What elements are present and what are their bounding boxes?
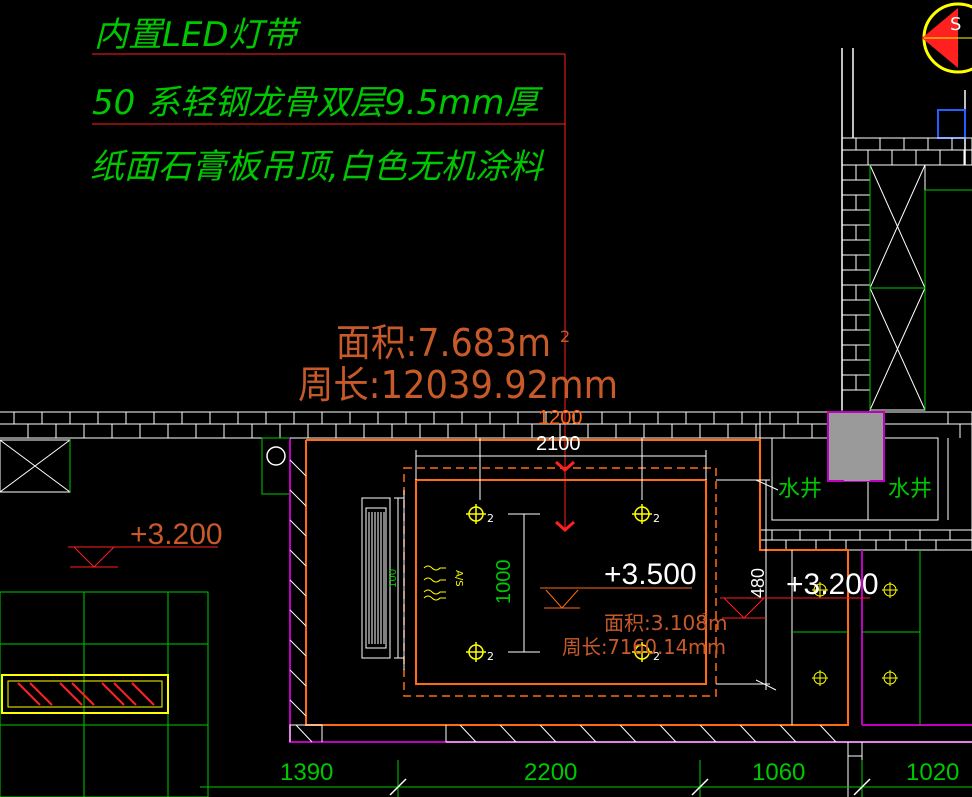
- level-symbol-left: [68, 546, 218, 568]
- dim-1000: 1000: [493, 560, 515, 605]
- ac-dim-100: 100: [388, 569, 399, 588]
- column-gray-fill: [844, 440, 870, 481]
- dim-1200: 1200: [538, 407, 583, 429]
- note-line-1: 内置LED灯带: [94, 15, 302, 55]
- bottom-dim-1: 1390: [280, 759, 333, 786]
- light-tag-2: 2: [653, 512, 660, 525]
- light-tag-4: 2: [653, 650, 660, 663]
- blue-column: [937, 109, 966, 139]
- drain-circle: [266, 446, 286, 466]
- ac-label: A/S: [453, 570, 464, 587]
- left-cabinet-x: [0, 439, 71, 493]
- room-perimeter: 周长:12039.92mm: [298, 363, 618, 407]
- brick-wall-horizontal: [0, 411, 828, 439]
- light-tag-1: 2: [487, 512, 494, 525]
- green-lines-right-top: [869, 165, 972, 410]
- level-ceiling: +3.500: [604, 558, 697, 591]
- wall-lines-right: [841, 48, 966, 410]
- light-tag-3: 2: [487, 650, 494, 663]
- heater-hatched: [1, 674, 169, 714]
- dim-lines: [403, 438, 779, 691]
- bottom-dim-chain: [200, 760, 972, 797]
- ac-unit: [361, 497, 404, 659]
- bottom-dim-3: 1060: [752, 759, 805, 786]
- shaft-label-left: 水井: [778, 477, 822, 502]
- right-green-grid: [792, 550, 921, 725]
- ceiling-perimeter: 周长:7160.14mm: [562, 635, 726, 659]
- room-area: 面积:7.683m: [336, 321, 551, 365]
- note-line-2: 50 系轻钢龙骨双层9.5mm厚: [92, 83, 543, 123]
- leader-markers: [555, 460, 575, 533]
- level-right: +3.200: [786, 568, 879, 601]
- note-line-3: 纸面石膏板吊顶,白色无机涂料: [90, 147, 545, 187]
- air-supply-arrows: [423, 565, 446, 601]
- dim-2100: 2100: [536, 433, 581, 455]
- shaft-label-right: 水井: [888, 477, 932, 502]
- note-leader: [92, 53, 566, 528]
- ceiling-area-sup: 2: [702, 612, 708, 623]
- brick-wall-right: [841, 137, 972, 413]
- section-symbol[interactable]: S: [922, 2, 972, 74]
- bottom-dim-2: 2200: [524, 759, 577, 786]
- dim-480: 480: [748, 568, 768, 598]
- room-wall-hatch: [289, 437, 972, 797]
- level-symbol-right: [720, 597, 870, 619]
- bottom-dim-4: 1020: [906, 759, 959, 786]
- ceiling-inner: [415, 479, 707, 685]
- bottom-dim-ticks: [389, 778, 871, 796]
- level-left: +3.200: [130, 518, 223, 551]
- down-lights: [466, 504, 652, 662]
- level-symbol-ceiling: [540, 587, 692, 609]
- right-fixtures: [812, 582, 898, 686]
- section-tag: S: [950, 14, 961, 35]
- room-area-sup: 2: [560, 327, 570, 346]
- ceiling-area: 面积:3.108m: [604, 611, 727, 635]
